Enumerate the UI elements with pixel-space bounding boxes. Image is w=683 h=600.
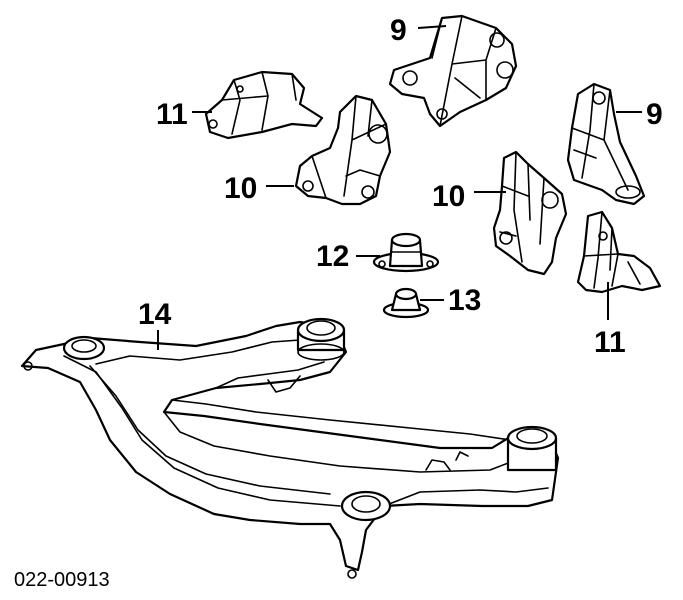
callout-11-right: 11 (594, 326, 626, 359)
part-10-left-mount (294, 94, 392, 206)
part-14-subframe (20, 317, 560, 579)
callout-10-left: 10 (224, 172, 257, 205)
part-11-upper-shield (204, 70, 324, 140)
callout-9-top: 9 (390, 14, 407, 47)
part-10-right-mount (492, 150, 568, 276)
part-12-rubber-mount (372, 232, 440, 273)
leader-9a (417, 25, 447, 29)
callout-13: 13 (448, 284, 481, 317)
callout-12: 12 (316, 240, 349, 273)
catalog-number: 022-00913 (14, 569, 110, 591)
leader-lines (157, 25, 642, 350)
callout-9-right: 9 (646, 98, 663, 131)
callout-14: 14 (138, 298, 172, 331)
part-9-right-bracket (566, 82, 646, 206)
part-13-bushing (382, 287, 430, 319)
callout-11-left: 11 (156, 98, 188, 131)
part-11-lower-shield (576, 210, 662, 294)
part-9-upper-bracket (388, 14, 518, 128)
callout-10-right: 10 (432, 180, 465, 213)
